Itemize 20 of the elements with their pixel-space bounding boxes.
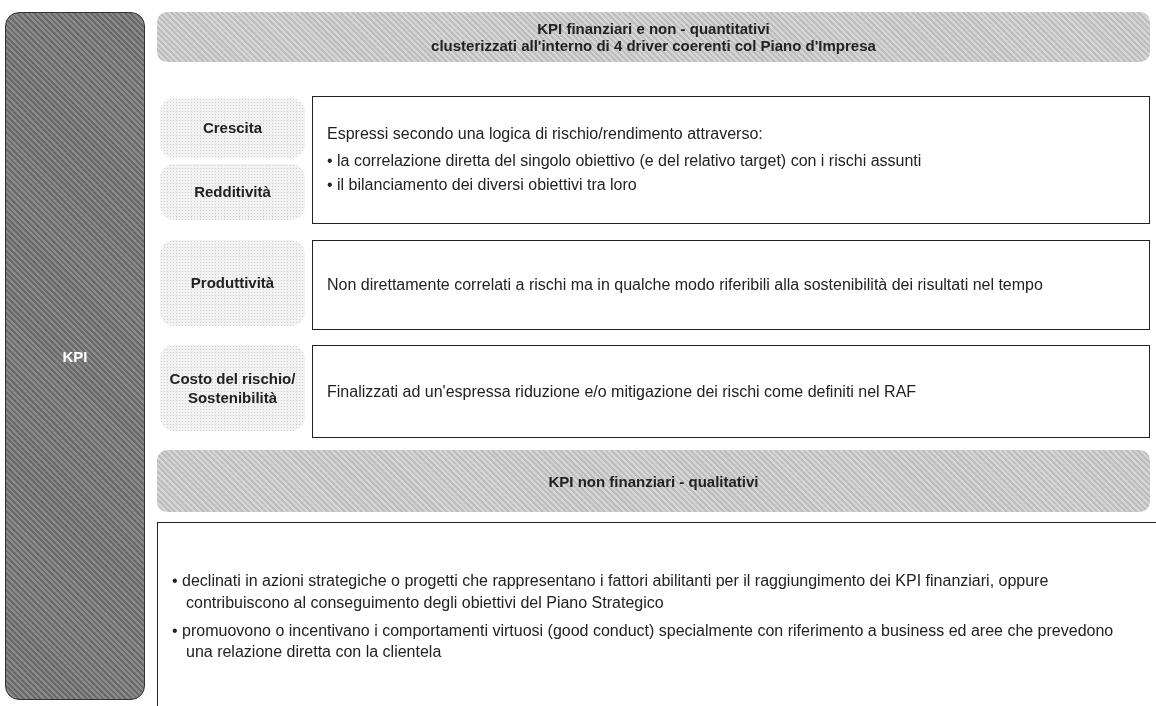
subheading-text: clusterizzati all'interno di 4 driver coerenti col Piano d'Impresa	[431, 37, 876, 54]
section-band: KPI non finanziari - qualitativi	[157, 450, 1150, 512]
driver-label: Produttività	[160, 240, 305, 326]
bullet-text: • promuovono o incentivano i comportamenti virtuosi (good conduct) specialmente con riferimento a business ed aree che prevedono una relazione diretta con la clientela	[172, 620, 1115, 663]
description-box	[312, 96, 1150, 224]
bullet-text: • declinati in azioni strategiche o progetti che rappresentano i fattori abilitanti per il raggiungimento dei KPI finanziari, oppure contribuiscono al conseguimento degli obiettivi del Piano Strategico	[172, 571, 1050, 613]
bullet-text: • la correlazione diretta del singolo obiettivo (e del relativo target) con i rischi assunti	[327, 151, 923, 172]
description-text: Finalizzati ad un'espressa riduzione e/o mitigazione dei rischi come definiti nel RAF	[327, 381, 918, 402]
description-box	[312, 240, 1150, 330]
kpi-bar: KPI	[5, 12, 145, 700]
description-box	[157, 522, 1156, 706]
driver-label: Redditività	[160, 164, 305, 220]
driver-label: Crescita	[160, 98, 305, 158]
intro-text: Espressi secondo una logica di rischio/rendimento attraverso:	[327, 123, 764, 144]
driver-label: Costo del rischio/ Sostenibilità	[160, 345, 305, 431]
bullet-text: • il bilanciamento dei diversi obiettivi tra loro	[327, 174, 638, 195]
description-box	[312, 345, 1150, 438]
header-band	[157, 12, 1150, 62]
description-text: Non direttamente correlati a rischi ma in qualche modo riferibili alla sostenibilità dei risultati nel tempo	[327, 275, 1044, 296]
heading-text: KPI finanziari e non - quantitativi	[537, 20, 770, 37]
